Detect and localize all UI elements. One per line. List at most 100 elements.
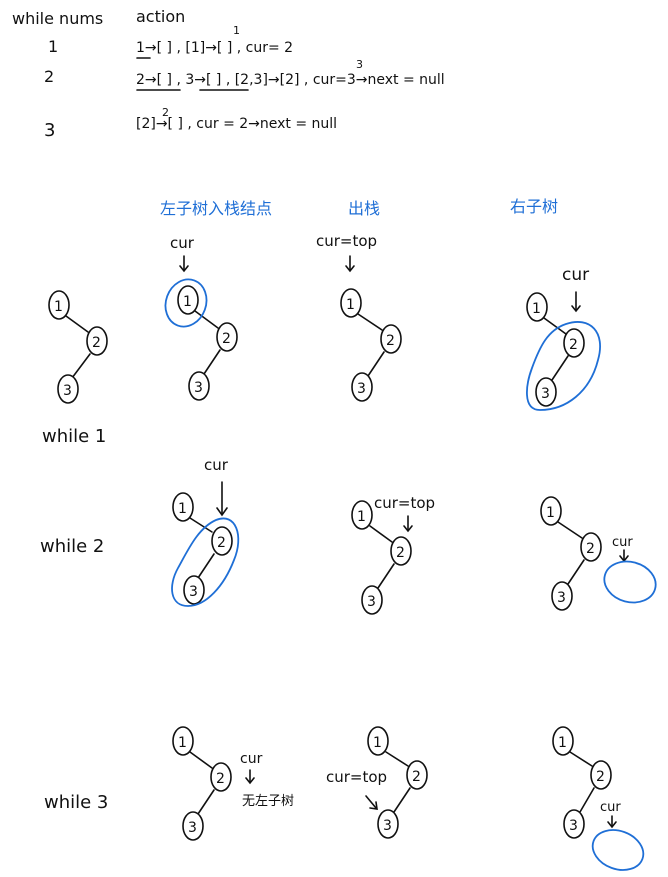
node-3-label: 3 (557, 590, 566, 606)
highlight-outline (164, 278, 208, 328)
header-while-nums: while nums (12, 9, 103, 28)
node-1 (172, 492, 194, 522)
cur-top-label: cur=top (326, 768, 387, 786)
node-2-label: 2 (596, 769, 605, 785)
node-1 (340, 288, 362, 318)
label-while-3: while 3 (44, 792, 108, 813)
cur-top-label: cur=top (374, 494, 435, 512)
row-2-sup: 3 (356, 58, 363, 71)
node-1 (48, 290, 70, 320)
node-2 (86, 326, 108, 356)
row-2-num: 2 (44, 67, 54, 86)
node-2-label: 2 (217, 535, 226, 551)
tree-while1-mid: cur=top 1 2 3 (316, 232, 402, 402)
node-3-label: 3 (189, 584, 198, 600)
node-2 (406, 760, 428, 790)
no-left-subtree-label: 无左子树 (242, 794, 294, 809)
node-2 (580, 532, 602, 562)
node-1-label: 1 (532, 301, 541, 317)
node-3 (182, 811, 204, 841)
node-1 (172, 726, 194, 756)
header-action: action (136, 7, 185, 26)
node-1 (526, 292, 548, 322)
node-3 (377, 809, 399, 839)
row-1-sup: 1 (233, 24, 240, 37)
node-3 (551, 581, 573, 611)
node-3-label: 3 (569, 818, 578, 834)
node-2 (210, 762, 232, 792)
tree-while3-right: 1 2 3 cur (552, 726, 645, 871)
node-1-label: 1 (357, 509, 366, 525)
node-1-label: 1 (558, 735, 567, 751)
node-3-label: 3 (541, 386, 550, 402)
tree-while3-left: 1 2 3 cur 无左子树 (172, 726, 294, 841)
node-3-label: 3 (367, 594, 376, 610)
node-1 (367, 726, 389, 756)
tree-while1-right: cur 1 2 3 (526, 265, 601, 411)
node-3-label: 3 (357, 381, 366, 397)
cur-label: cur (204, 456, 229, 474)
node-1-label: 1 (373, 735, 382, 751)
node-1-label: 1 (183, 294, 192, 310)
node-3 (183, 575, 205, 605)
node-1-label: 1 (178, 735, 187, 751)
node-3-label: 3 (63, 383, 72, 399)
node-1-label: 1 (346, 297, 355, 313)
node-3-label: 3 (383, 818, 392, 834)
node-3 (563, 809, 585, 839)
tree-initial: 1 2 3 (48, 290, 108, 404)
node-2-label: 2 (586, 541, 595, 557)
node-3 (57, 374, 79, 404)
tree-while1-left: cur 1 2 3 (164, 234, 238, 401)
node-1 (177, 285, 199, 315)
row-3-action: [2]→[ ] , cur = 2→next = null (136, 116, 337, 132)
row-1-num: 1 (48, 37, 58, 56)
cur-top-label: cur=top (316, 232, 377, 250)
node-3 (535, 377, 557, 407)
cur-label: cur (600, 800, 621, 815)
node-3-label: 3 (188, 820, 197, 836)
node-1-label: 1 (546, 505, 555, 521)
tree-while2-right: 1 2 3 cur (540, 496, 657, 611)
node-2-label: 2 (92, 335, 101, 351)
node-2-label: 2 (222, 331, 231, 347)
label-while-1: while 1 (42, 426, 106, 447)
tree-while3-mid: 1 2 3 cur=top (326, 726, 428, 839)
node-1-label: 1 (54, 299, 63, 315)
highlight-outline (603, 560, 657, 604)
label-while-2: while 2 (40, 536, 104, 557)
node-1 (540, 496, 562, 526)
node-3-label: 3 (194, 380, 203, 396)
node-2 (216, 322, 238, 352)
node-2 (380, 324, 402, 354)
node-1 (552, 726, 574, 756)
node-2-label: 2 (386, 333, 395, 349)
cur-label: cur (612, 535, 633, 550)
highlight-outline (591, 829, 645, 871)
row-2-action: 2→[ ] , 3→[ ] , [2,3]→[2] , cur=3→next =… (136, 72, 445, 88)
node-3 (188, 371, 210, 401)
highlight-outline (526, 321, 601, 411)
tree-while2-mid: cur=top 1 2 3 (351, 494, 435, 615)
node-2-label: 2 (396, 545, 405, 561)
row-3-num: 3 (44, 120, 55, 141)
row-3-sup: 2 (162, 106, 169, 119)
node-3 (361, 585, 383, 615)
tree-while2-left: cur 1 2 3 (171, 456, 240, 607)
cur-label: cur (562, 265, 589, 285)
node-2-label: 2 (412, 769, 421, 785)
cur-label: cur (240, 751, 263, 767)
node-2-label: 2 (216, 771, 225, 787)
cur-label: cur (170, 234, 195, 252)
node-2 (211, 526, 233, 556)
column-pop: 出栈 (348, 199, 380, 218)
node-2 (563, 328, 585, 358)
column-right-subtree: 右子树 (510, 197, 558, 216)
node-2-label: 2 (569, 337, 578, 353)
node-1-label: 1 (178, 501, 187, 517)
node-2 (390, 536, 412, 566)
node-1 (351, 500, 373, 530)
column-left-subtree-push: 左子树入栈结点 (160, 199, 272, 218)
